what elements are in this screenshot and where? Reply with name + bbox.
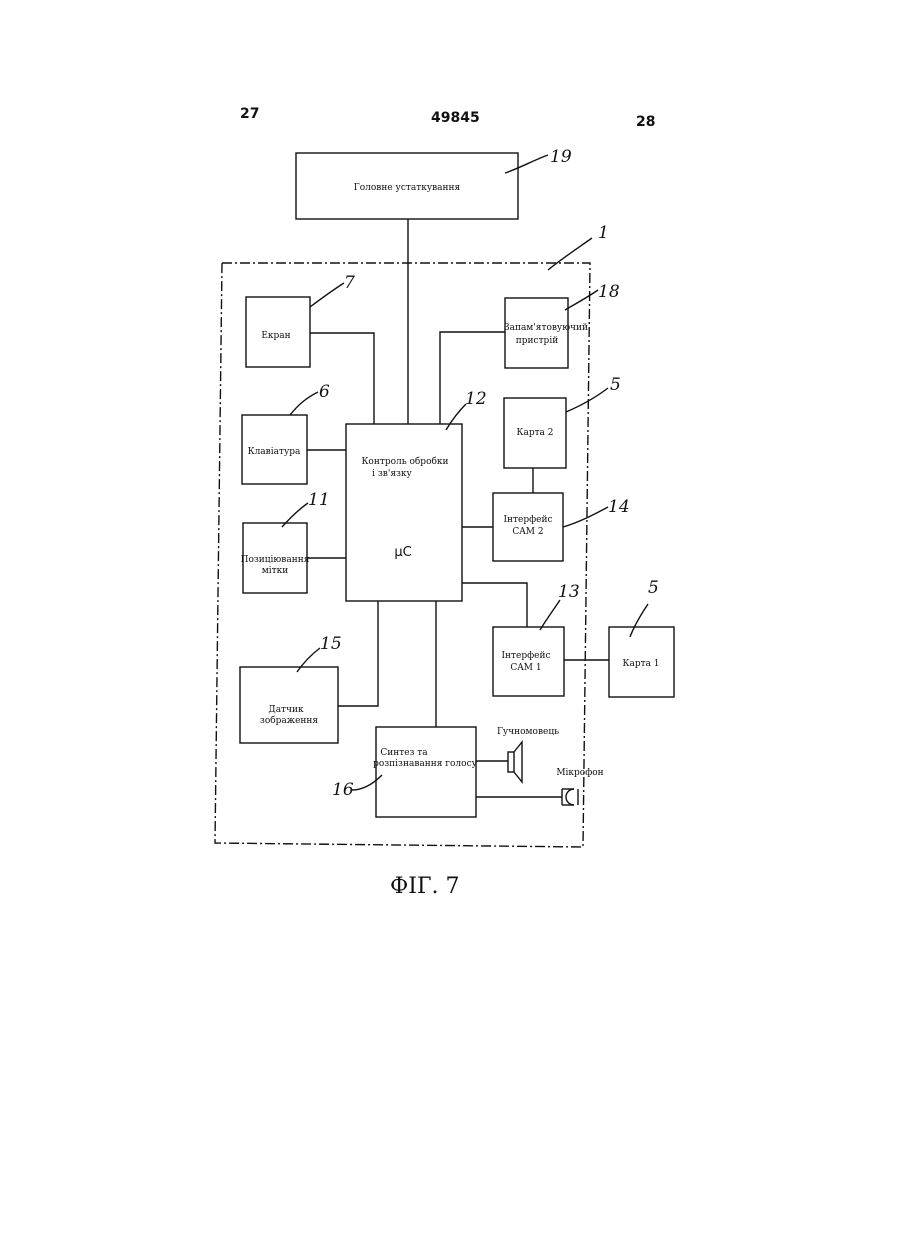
controller-box (346, 424, 462, 601)
leader-12 (446, 404, 466, 430)
ref-19: 19 (550, 147, 572, 167)
keyboard-label: Клавіатура (248, 447, 301, 457)
controller-chip-label: μC (394, 545, 411, 560)
memory-box (505, 298, 568, 368)
figure-caption: ФІГ. 7 (390, 874, 460, 899)
link-controller-sensor (338, 601, 378, 706)
leader-19 (505, 155, 548, 173)
ref-14: 14 (608, 497, 630, 517)
screen-label: Екран (261, 331, 290, 341)
positioning-label-2: мітки (262, 566, 288, 576)
voice-box (376, 727, 476, 817)
controller-label-2: і зв'язку (372, 469, 412, 479)
ref-12: 12 (465, 389, 487, 409)
memory-label-1: Запам'ятовуючий (504, 323, 588, 333)
microphone-icon (562, 789, 578, 805)
ref-7: 7 (344, 273, 355, 293)
leader-5a (566, 388, 608, 412)
ref-1: 1 (598, 223, 609, 243)
ref-5-right: 5 (648, 578, 659, 598)
leader-1 (548, 238, 592, 270)
head-unit-label: Головне устаткування (354, 183, 461, 193)
cam1-label-1: Інтерфейс (501, 651, 550, 661)
link-screen-controller (310, 333, 374, 424)
cam1-box (493, 627, 564, 696)
leader-5b (630, 604, 648, 637)
card2-label: Карта 2 (516, 428, 553, 438)
link-controller-cam1 (462, 583, 527, 627)
memory-label-2: пристрій (516, 336, 558, 346)
cam2-label-2: CAM 2 (512, 527, 543, 537)
ref-16: 16 (332, 780, 354, 800)
controller-label-1: Контроль обробки (361, 456, 448, 467)
ref-15: 15 (320, 634, 342, 654)
leader-6 (290, 392, 318, 415)
link-memory-controller (440, 332, 505, 424)
speaker-label: Гучномовець (497, 727, 559, 737)
cam1-label-2: CAM 1 (510, 663, 541, 673)
leader-15 (297, 648, 320, 672)
image-sensor-label-1: Датчик (268, 705, 304, 715)
positioning-label-1: Позиціювання (241, 555, 310, 565)
speaker-icon (508, 742, 522, 782)
leader-13 (540, 600, 560, 630)
ref-11: 11 (308, 490, 330, 510)
voice-label-1: Синтез та (380, 748, 428, 758)
leader-14 (563, 507, 608, 527)
image-sensor-label-2: зображення (260, 715, 318, 726)
cam2-label-1: Інтерфейс (503, 515, 552, 525)
ref-18: 18 (598, 282, 620, 302)
microphone-label: Мікрофон (556, 768, 603, 778)
ref-13: 13 (558, 582, 580, 602)
voice-label-2: розпізнавання голосу (373, 759, 478, 769)
ref-5-top: 5 (610, 375, 621, 395)
leader-7 (310, 283, 344, 307)
leader-16 (352, 775, 382, 790)
card1-label: Карта 1 (622, 659, 659, 669)
leader-18 (565, 290, 598, 310)
ref-6: 6 (319, 382, 330, 402)
